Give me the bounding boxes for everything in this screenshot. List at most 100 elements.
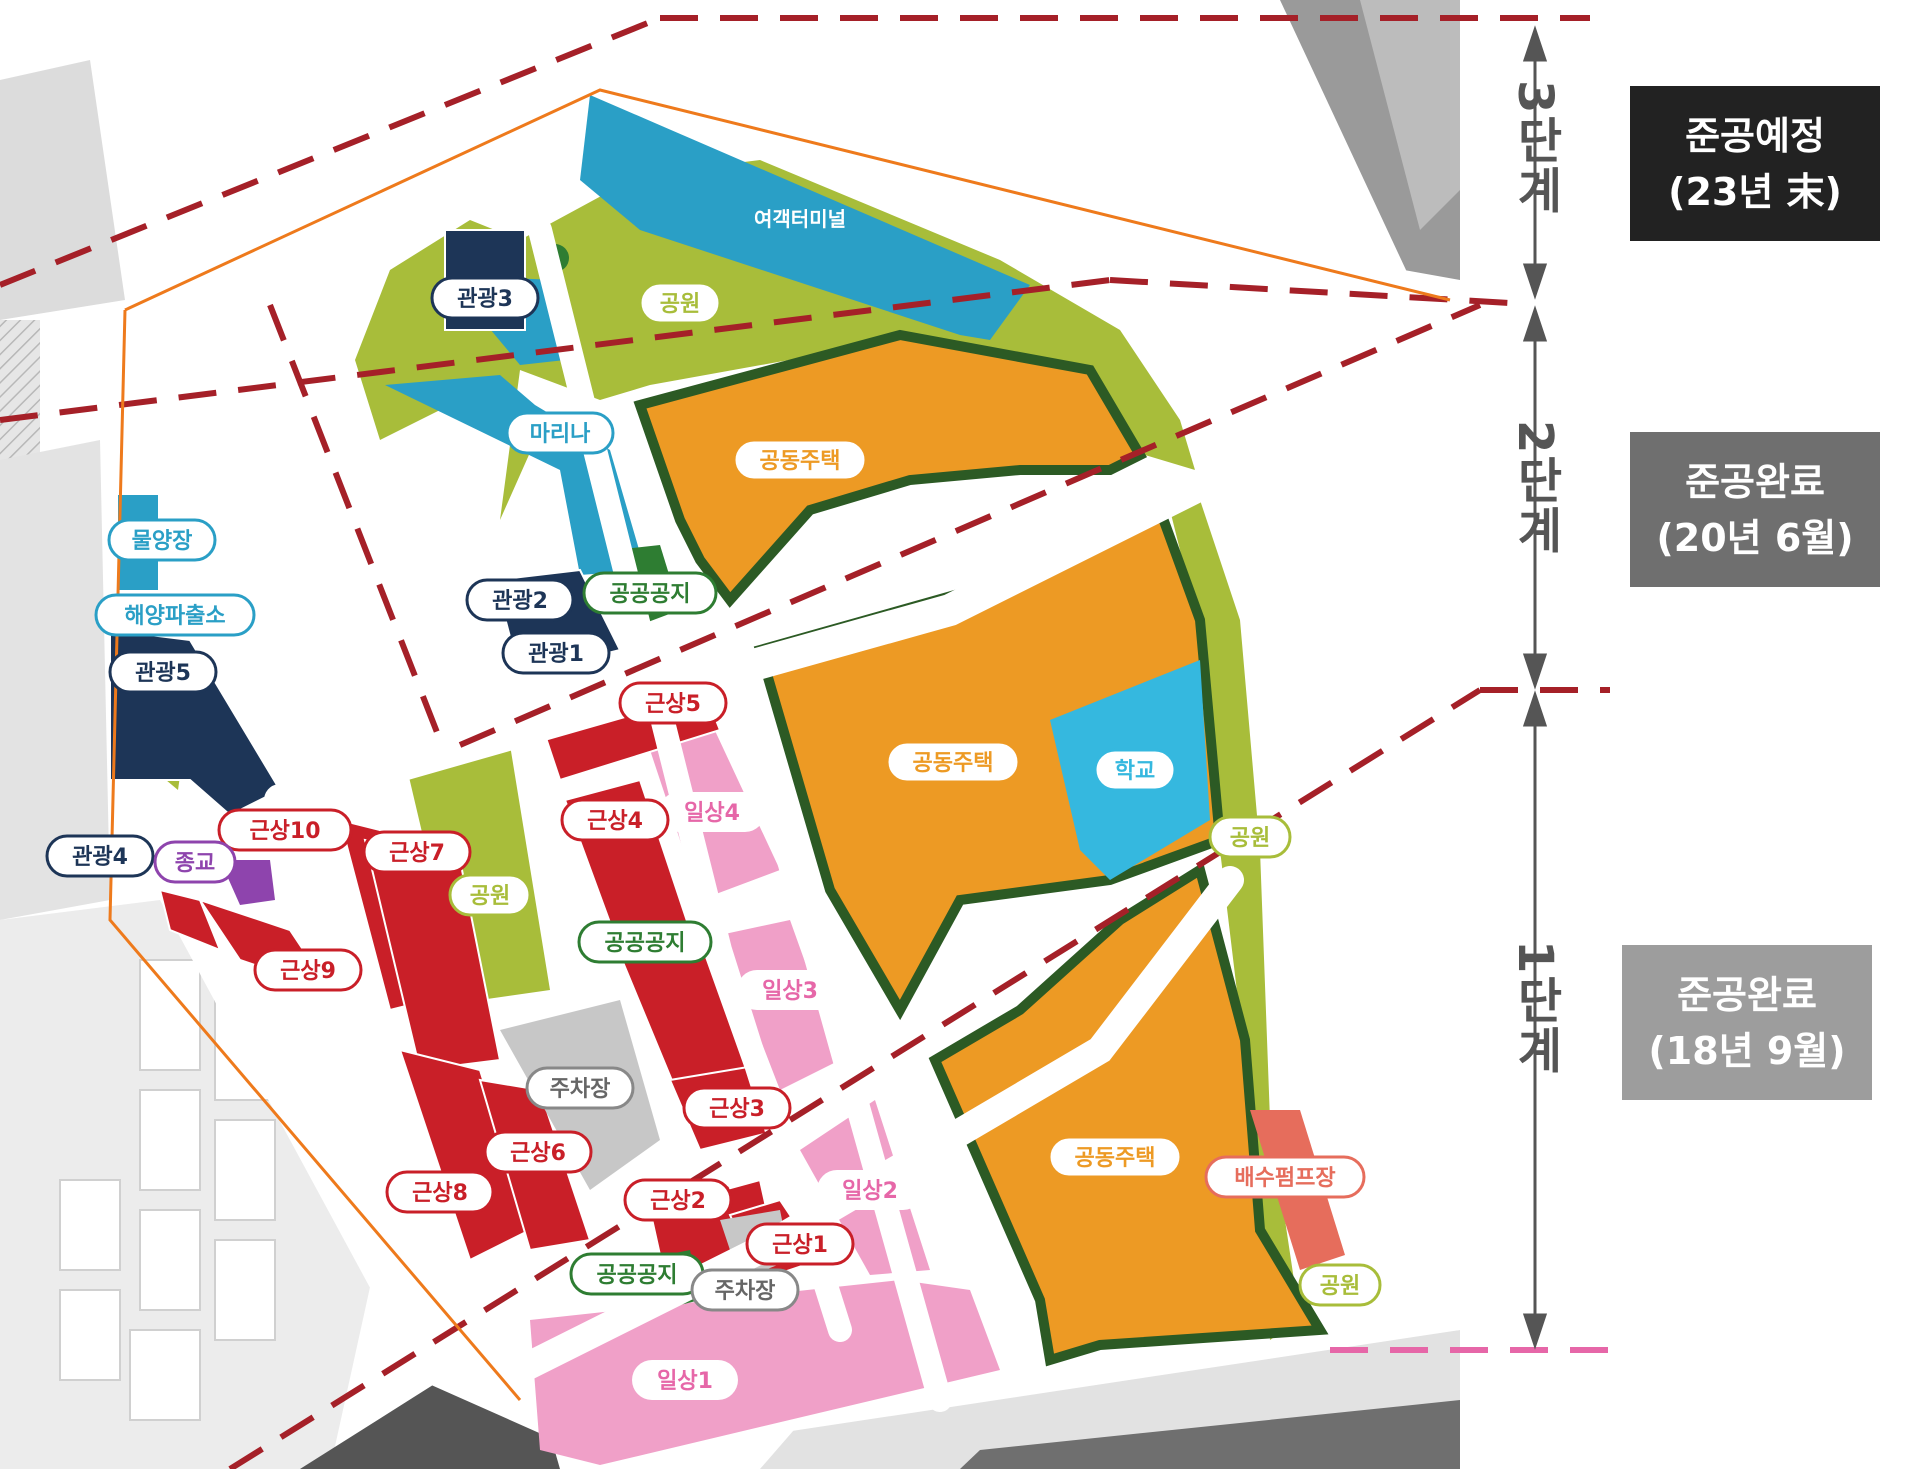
svg-text:근상9: 근상9 (280, 959, 336, 984)
phase-3-status: 준공예정 (1685, 113, 1825, 158)
label-tour5: 관광5 (108, 650, 218, 694)
label-is1-pill (632, 1360, 738, 1400)
label-gs5: 근상5 (618, 681, 728, 725)
label-house-mid-pill (885, 740, 1021, 784)
svg-text:근상3: 근상3 (709, 1097, 765, 1122)
label-public-top: 공공공지 (582, 571, 718, 615)
label-park-top: 공원 (638, 281, 722, 325)
phase-3-status-box: 준공예정 (23년 末) (1630, 86, 1880, 241)
svg-text:일상3: 일상3 (762, 979, 818, 1004)
label-gs1-pill (745, 1222, 855, 1266)
svg-text:배수펌프장: 배수펌프장 (1234, 1166, 1335, 1191)
label-gs6-pill (483, 1130, 593, 1174)
label-public-mid: 공공공지 (577, 920, 713, 964)
label-gs6: 근상6 (483, 1130, 593, 1174)
svg-text:종교: 종교 (175, 851, 215, 876)
label-gs2-pill (623, 1178, 733, 1222)
label-tour1-pill (501, 631, 611, 675)
svg-text:공동주택: 공동주택 (760, 449, 841, 474)
label-gs3: 근상3 (682, 1086, 792, 1130)
svg-text:근상8: 근상8 (412, 1181, 468, 1206)
label-gs10: 근상10 (217, 808, 353, 852)
label-parking2: 주차장 (690, 1268, 800, 1312)
svg-text:공공공지: 공공공지 (605, 931, 686, 956)
svg-text:근상7: 근상7 (389, 841, 445, 866)
label-is2: 일상2 (817, 1170, 923, 1210)
label-house-bottom: 공동주택 (1047, 1135, 1183, 1179)
svg-text:물양장: 물양장 (132, 529, 193, 554)
label-gs9: 근상9 (253, 948, 363, 992)
phase-2-status: 준공완료 (1685, 459, 1825, 504)
label-park-bottom: 공원 (1298, 1263, 1382, 1307)
label-gs7-pill (362, 830, 472, 874)
label-is3-pill (737, 970, 843, 1010)
label-park-right-pill (1208, 815, 1292, 859)
label-is2-pill (817, 1170, 923, 1210)
label-is4: 일상4 (659, 792, 765, 832)
site-boundary-west (108, 309, 522, 1401)
svg-text:여객터미널: 여객터미널 (754, 207, 846, 231)
label-park-bottom-pill (1298, 1263, 1382, 1307)
roads (264, 218, 1244, 1412)
label-park-top-pill (638, 281, 722, 325)
svg-text:주차장: 주차장 (715, 1279, 776, 1304)
phase-2-label: 2단계 (1507, 420, 1563, 556)
label-parking1: 주차장 (525, 1066, 635, 1110)
svg-text:학교: 학교 (1115, 759, 1155, 784)
svg-text:공공공지: 공공공지 (610, 582, 691, 607)
label-park-mid-pill (448, 873, 532, 917)
label-public-top-pill (582, 571, 718, 615)
label-tour2-pill (465, 578, 575, 622)
label-gs9-pill (253, 948, 363, 992)
label-police: 해양파출소 (94, 593, 256, 637)
svg-text:해양파출소: 해양파출소 (124, 604, 225, 629)
label-gs5-pill (618, 681, 728, 725)
label-park-right: 공원 (1208, 815, 1292, 859)
label-tour5-pill (108, 650, 218, 694)
phase-3-label: 3단계 (1507, 80, 1563, 216)
label-gs4-pill (560, 798, 670, 842)
svg-text:근상1: 근상1 (772, 1233, 828, 1258)
label-is4-pill (659, 792, 765, 832)
svg-text:마리나: 마리나 (530, 422, 591, 447)
label-house-top-pill (732, 438, 868, 482)
label-public-bottom: 공공공지 (569, 1252, 705, 1296)
label-tour2: 관광2 (465, 578, 575, 622)
label-school-pill (1093, 748, 1177, 792)
label-parking2-pill (690, 1268, 800, 1312)
label-park-mid: 공원 (448, 873, 532, 917)
svg-text:공동주택: 공동주택 (913, 751, 994, 776)
label-fish: 물양장 (107, 518, 217, 562)
label-parking1-pill (525, 1066, 635, 1110)
label-religion: 종교 (153, 840, 237, 884)
label-religion-pill (153, 840, 237, 884)
svg-text:일상2: 일상2 (842, 1179, 898, 1204)
svg-text:공원: 공원 (1230, 826, 1270, 851)
site-boundary (124, 88, 1451, 312)
label-is1: 일상1 (632, 1360, 738, 1400)
label-gs8: 근상8 (385, 1170, 495, 1214)
label-tour3-pill (430, 276, 540, 320)
svg-text:근상5: 근상5 (645, 692, 701, 717)
label-gs4: 근상4 (560, 798, 670, 842)
label-house-bottom-pill (1047, 1135, 1183, 1179)
phase-2-status-box: 준공완료 (20년 6월) (1630, 432, 1880, 587)
svg-text:일상1: 일상1 (657, 1369, 713, 1394)
label-marina-pill (505, 411, 615, 455)
svg-text:관광5: 관광5 (135, 661, 191, 686)
phase-1-status: 준공완료 (1677, 972, 1817, 1017)
label-tour1: 관광1 (501, 631, 611, 675)
svg-text:공원: 공원 (1320, 1274, 1360, 1299)
label-house-mid: 공동주택 (885, 740, 1021, 784)
phase-arrows (1522, 25, 1548, 1350)
svg-text:근상6: 근상6 (510, 1141, 566, 1166)
phase-2-date: (20년 6월) (1656, 515, 1854, 560)
label-marina: 마리나 (505, 411, 615, 455)
label-gs8-pill (385, 1170, 495, 1214)
svg-text:공동주택: 공동주택 (1075, 1146, 1156, 1171)
svg-text:관광2: 관광2 (492, 589, 548, 614)
label-gs3-pill (682, 1086, 792, 1130)
label-pump: 배수펌프장 (1204, 1155, 1366, 1199)
svg-text:공원: 공원 (660, 292, 700, 317)
